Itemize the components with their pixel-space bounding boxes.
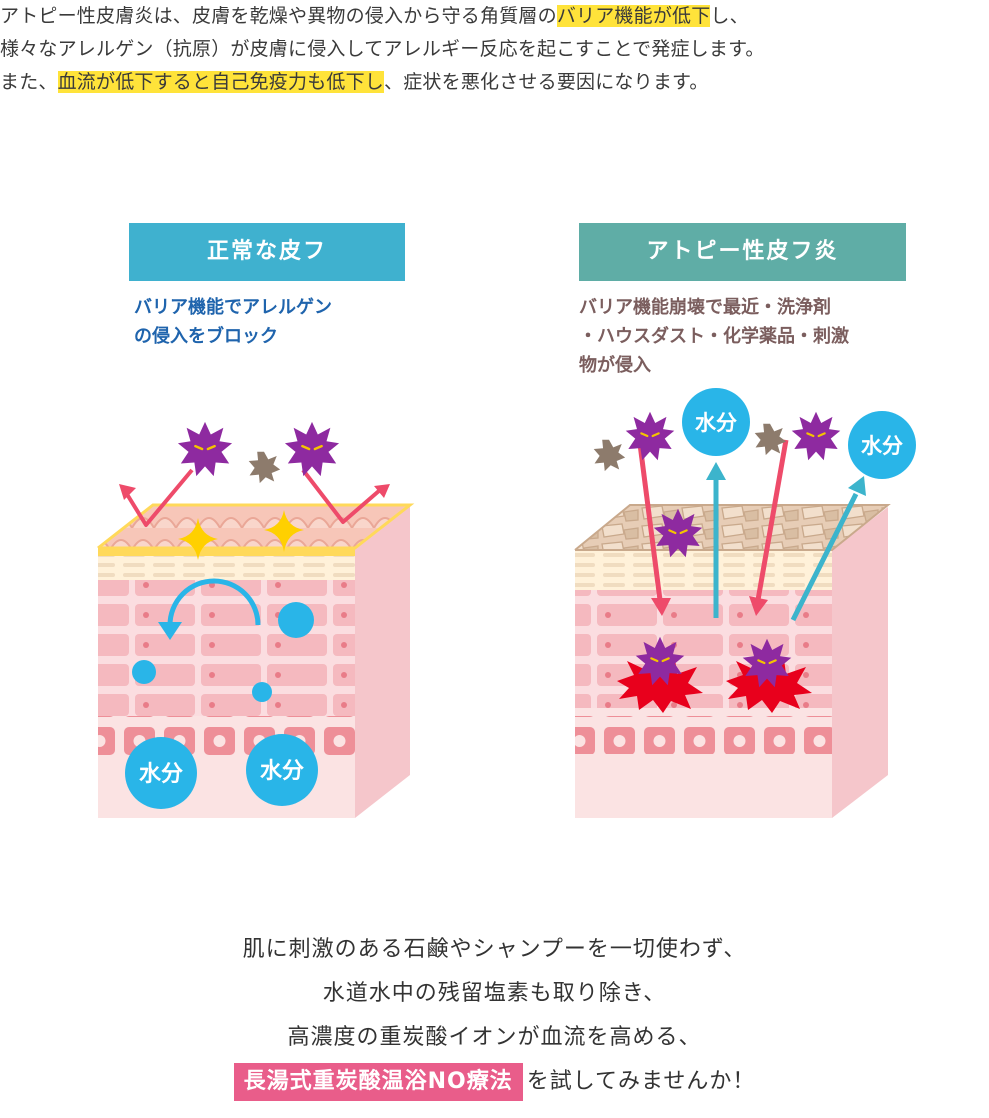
dust-particle-icon [593, 439, 626, 472]
product-tag: 長湯式重炭酸温浴NO療法 [233, 1063, 523, 1101]
skin-diagram: 水分 水分 水分 水分 [97, 388, 916, 818]
outro-line-4: 長湯式重炭酸温浴NO療法を試してみませんか！ [0, 1060, 989, 1104]
water-droplet-icon [132, 660, 156, 684]
svg-text:水分: 水分 [861, 434, 903, 458]
caption-normal: バリア機能でアレルゲン の侵入をブロック [134, 297, 332, 347]
svg-text:水分: 水分 [139, 762, 183, 787]
svg-text:水分: 水分 [695, 411, 737, 435]
dust-particle-icon [248, 451, 281, 484]
water-badge: 水分 [682, 388, 750, 456]
outro-line-3: 高濃度の重炭酸イオンが血流を高める、 [287, 1025, 702, 1050]
reflect-arrow-left [123, 468, 194, 527]
intro-line-2: 様々なアレルゲン（抗原）が皮膚に侵入してアレルギー反応を起こすことで発症します。 [0, 38, 765, 60]
water-droplet-icon [278, 602, 314, 638]
allergen-virus-icon [283, 420, 341, 478]
reflect-arrow-right [301, 468, 382, 524]
inflow-arrow [755, 439, 789, 601]
sparkle-icon [178, 518, 218, 560]
outro-text: 肌に刺激のある石鹸やシャンプーを一切使わず、 水道水中の残留塩素も取り除き、 高… [0, 928, 989, 1104]
allergen-virus-icon [624, 410, 676, 462]
intro-text: アトピー性皮膚炎は、皮膚を乾燥や異物の侵入から守る角質層のバリア機能が低下し、 … [0, 0, 989, 99]
highlight-bloodflow: 血流が低下すると自己免疫力も低下し [57, 71, 385, 93]
intro-line-1: アトピー性皮膚炎は、皮膚を乾燥や異物の侵入から守る角質層のバリア機能が低下し、 [0, 5, 749, 27]
water-droplet-icon [252, 682, 272, 702]
svg-text:水分: 水分 [260, 759, 304, 784]
sparkle-icon [264, 510, 304, 552]
allergen-virus-icon [790, 410, 842, 462]
allergen-virus-icon [176, 420, 234, 478]
water-badge: 水分 [848, 411, 916, 479]
outro-line-2: 水道水中の残留塩素も取り除き、 [322, 981, 667, 1006]
water-badge: 水分 [125, 737, 197, 809]
panel-title-atopy: アトピー性皮フ炎 [579, 223, 906, 281]
inflow-arrow [637, 443, 663, 601]
caption-atopy: バリア機能崩壊で最近・洗浄剤 ・ハウスダスト・化学薬品・刺激 物が侵入 [579, 297, 849, 376]
panel-title-normal: 正常な皮フ [129, 223, 405, 281]
retention-arrow [167, 578, 261, 626]
highlight-barrier: バリア機能が低下 [556, 5, 711, 27]
outro-line-1: 肌に刺激のある石鹸やシャンプーを一切使わず、 [242, 937, 747, 962]
dust-particle-icon [754, 423, 787, 456]
outflow-arrow [790, 492, 859, 622]
intro-line-3: また、血流が低下すると自己免疫力も低下し、症状を悪化させる要因になります。 [0, 71, 709, 93]
atopy-skin-block [574, 504, 891, 818]
water-badge: 水分 [246, 734, 318, 806]
